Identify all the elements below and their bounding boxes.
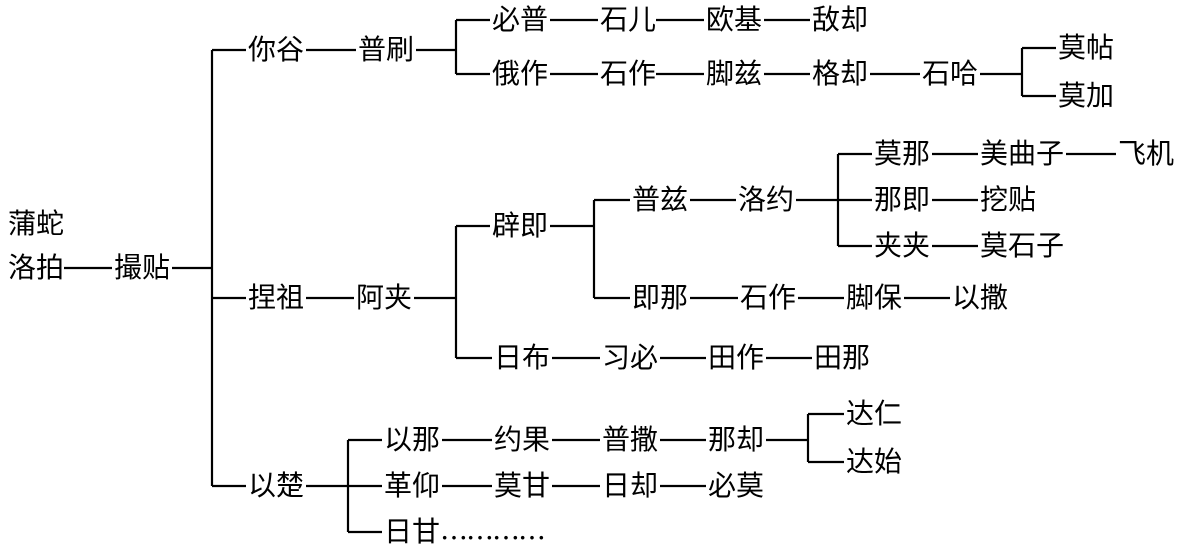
tree-node: 日甘 [384, 515, 441, 548]
tree-node: 莫那 [874, 137, 931, 170]
tree-node: 挖贴 [980, 183, 1037, 216]
tree-node: 捏祖 [248, 281, 305, 314]
tree-node: 必莫 [708, 469, 765, 502]
tree-node: 敌却 [812, 3, 869, 36]
tree-node: 那即 [874, 183, 931, 216]
tree-node: 你谷 [248, 33, 305, 66]
tree-node: 莫石子 [980, 229, 1065, 262]
tree-node: 即那 [632, 281, 689, 314]
tree-node: 莫加 [1058, 79, 1115, 112]
tree-node: 莫甘 [494, 469, 551, 502]
tree-node: 格却 [812, 57, 869, 90]
tree-node: 美曲子 [980, 137, 1065, 170]
tree-node: 达始 [846, 445, 903, 478]
root-name-line1: 蒲蛇 [8, 207, 65, 240]
tree-node: 莫帖 [1058, 31, 1115, 64]
tree-node: 脚保 [846, 281, 903, 314]
tree-node: 田那 [814, 341, 871, 374]
tree-node: 那却 [708, 423, 765, 456]
tree-node: 欧基 [706, 3, 763, 36]
tree-node: 以撒 [952, 281, 1009, 314]
tree-node: 普刷 [358, 33, 415, 66]
tree-node: 革仰 [384, 469, 441, 502]
tree-node: 必普 [492, 3, 549, 36]
tree-node: 日布 [494, 341, 551, 374]
tree-node: 俄作 [492, 57, 549, 90]
tree-node: 石作 [740, 281, 797, 314]
tree-node: 阿夹 [356, 281, 413, 314]
tree-node: 普兹 [632, 183, 689, 216]
tree-node: 脚兹 [706, 57, 763, 90]
tree-node: 夹夹 [874, 229, 931, 262]
tree-node: 石哈 [922, 57, 979, 90]
root-name-line2: 洛拍 [8, 251, 65, 284]
tree-node: 日却 [602, 469, 659, 502]
tree-node: 洛约 [738, 183, 795, 216]
tree-node: 普撒 [602, 423, 659, 456]
tree-node: 辟即 [492, 209, 549, 242]
tree-node: 约果 [494, 423, 551, 456]
ellipsis: ………… [440, 513, 546, 546]
tree-node: 撮贴 [114, 251, 171, 284]
tree-node: 石作 [600, 57, 657, 90]
tree-node: 飞机 [1118, 137, 1175, 170]
tree-node: 以那 [384, 423, 441, 456]
tree-node: 习必 [602, 341, 659, 374]
tree-node: 达仁 [846, 397, 903, 430]
tree-node: 以楚 [248, 469, 305, 502]
tree-node: 石儿 [600, 3, 657, 36]
tree-node: 田作 [708, 341, 765, 374]
